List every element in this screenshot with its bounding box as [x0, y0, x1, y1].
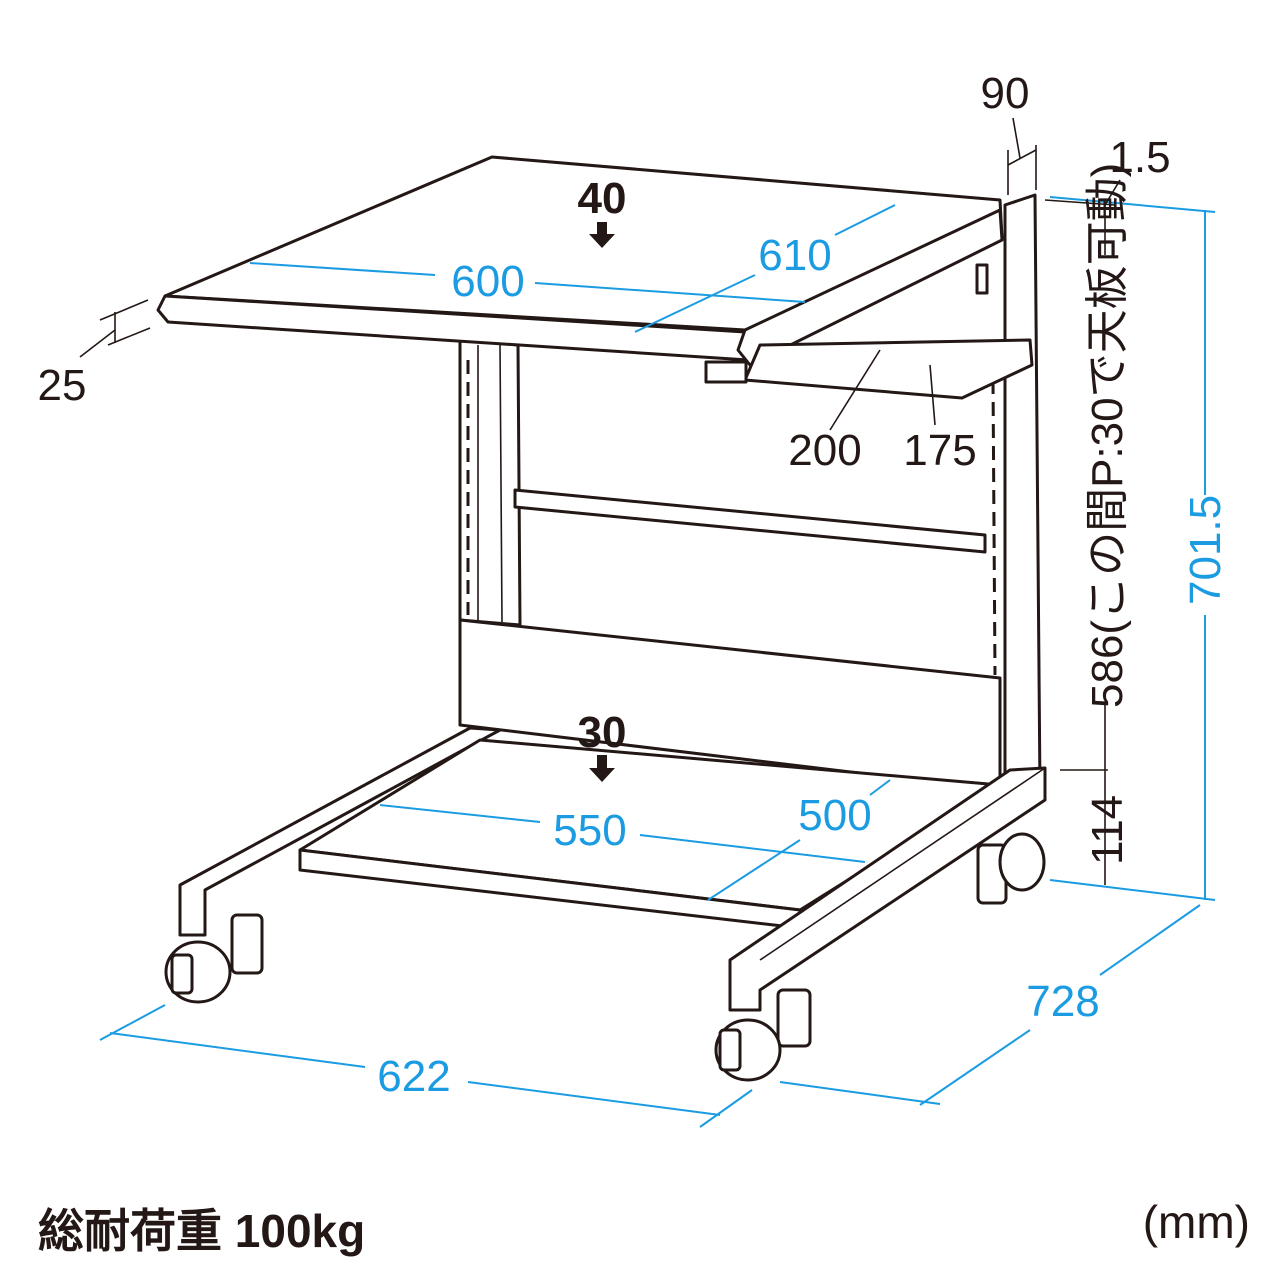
- lever: [975, 263, 989, 295]
- top-arm: [736, 208, 1004, 367]
- left-base-rail: [178, 726, 502, 937]
- adjust-holes-right: [991, 379, 997, 676]
- dim-25: 25: [38, 361, 87, 410]
- bracket: [704, 360, 748, 384]
- caster-back-right: [976, 832, 1046, 905]
- bottom-load: 30: [578, 708, 627, 757]
- load-capacity: 総耐荷重 100kg: [38, 1205, 366, 1257]
- dim-175: 175: [903, 426, 976, 475]
- caster-front-left: [164, 913, 264, 1004]
- dim-90: 90: [981, 69, 1030, 118]
- dim-500: 500: [798, 791, 871, 840]
- dim-622: 622: [377, 1052, 450, 1101]
- dim-728: 728: [1026, 977, 1099, 1026]
- dim-701-5: 701.5: [1181, 495, 1230, 605]
- top-load: 40: [578, 174, 627, 223]
- column-edge: [499, 344, 503, 623]
- middle-bar: [513, 488, 987, 554]
- dim-200: 200: [788, 426, 861, 475]
- rail-edge: [759, 767, 1046, 961]
- dim-114: 114: [1083, 795, 1132, 865]
- dimension-lines: [79, 117, 1216, 1128]
- side-shelf: [743, 338, 1034, 400]
- dim-600: 600: [451, 257, 524, 306]
- dim-610: 610: [758, 231, 831, 280]
- caster-front-right: [714, 988, 812, 1082]
- unit-label: (mm): [1142, 1196, 1250, 1248]
- dim-550: 550: [553, 806, 626, 855]
- dim-1-5: 1.5: [1109, 133, 1170, 182]
- load-arrow-bottom: [589, 755, 615, 782]
- right-base-rail: [728, 766, 1047, 1012]
- dim-586-adjustable: 586(この間P:30で天板可動): [1083, 163, 1132, 708]
- right-column: [1003, 193, 1042, 792]
- load-arrow-top: [589, 222, 615, 248]
